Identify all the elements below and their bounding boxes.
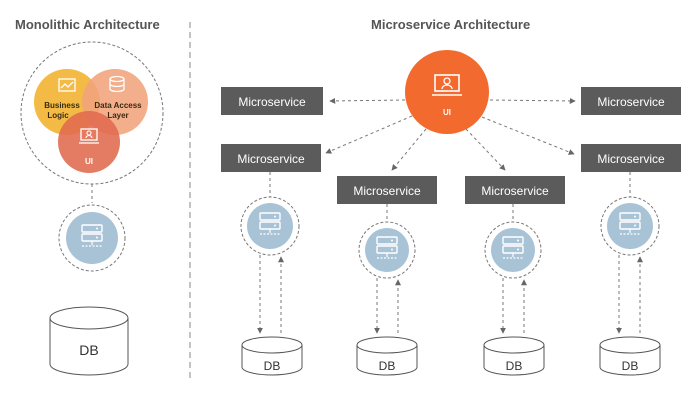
microservice-box: Microservice xyxy=(337,176,437,204)
db-label: DB xyxy=(379,359,396,373)
microservice-box: Microservice xyxy=(581,87,681,115)
microservice-label: Microservice xyxy=(597,95,665,109)
microservice-label: Microservice xyxy=(238,95,306,109)
ui-to-service-6-arrow xyxy=(481,116,575,155)
microservice-label: Microservice xyxy=(237,152,305,166)
monolith-app-group: Business Logic Data Access Layer UI xyxy=(20,41,164,185)
server-node xyxy=(240,196,300,256)
ui-to-service-4-arrow xyxy=(391,128,427,171)
ui-to-service-5-arrow xyxy=(465,128,506,171)
database: DB xyxy=(241,336,303,376)
monolith-ui-label: UI xyxy=(85,157,93,166)
server-node xyxy=(484,221,542,279)
microservice-label: Microservice xyxy=(353,184,421,198)
monitor-user-icon xyxy=(432,74,462,96)
db-label: DB xyxy=(264,359,281,373)
business-logic-label-line1: Business xyxy=(44,101,80,110)
server-node xyxy=(600,196,660,256)
monolith-database: DB xyxy=(49,306,129,376)
microservice-title: Microservice Architecture xyxy=(371,17,530,32)
database: DB xyxy=(356,336,418,376)
microservice-box: Microservice xyxy=(221,144,321,172)
ui-to-service-3-arrow xyxy=(325,115,413,154)
micro-ui-node: UI xyxy=(405,50,489,134)
database-stack-icon xyxy=(109,75,125,93)
database: DB xyxy=(483,336,545,376)
ui-to-service-1-arrow xyxy=(329,97,406,104)
monolith-db-label: DB xyxy=(79,342,98,358)
microservice-box: Microservice xyxy=(581,144,681,172)
microservice-box: Microservice xyxy=(465,176,565,204)
data-access-label-line2: Layer xyxy=(107,111,128,120)
monolith-server-node xyxy=(58,204,126,272)
database: DB xyxy=(599,336,661,376)
monitor-user-icon xyxy=(79,128,99,144)
server-node xyxy=(358,221,416,279)
ui-to-service-2-arrow xyxy=(489,97,576,104)
microservice-label: Microservice xyxy=(481,184,549,198)
micro-ui-label: UI xyxy=(443,108,451,117)
db-label: DB xyxy=(506,359,523,373)
business-logic-label-line2: Logic xyxy=(47,111,69,120)
db-label: DB xyxy=(622,359,639,373)
chart-icon xyxy=(58,78,76,92)
monolithic-title: Monolithic Architecture xyxy=(15,17,160,32)
microservice-box: Microservice xyxy=(221,87,323,115)
microservice-label: Microservice xyxy=(597,152,665,166)
data-access-label-line1: Data Access xyxy=(94,101,142,110)
monolith-ui-circle xyxy=(58,111,120,173)
